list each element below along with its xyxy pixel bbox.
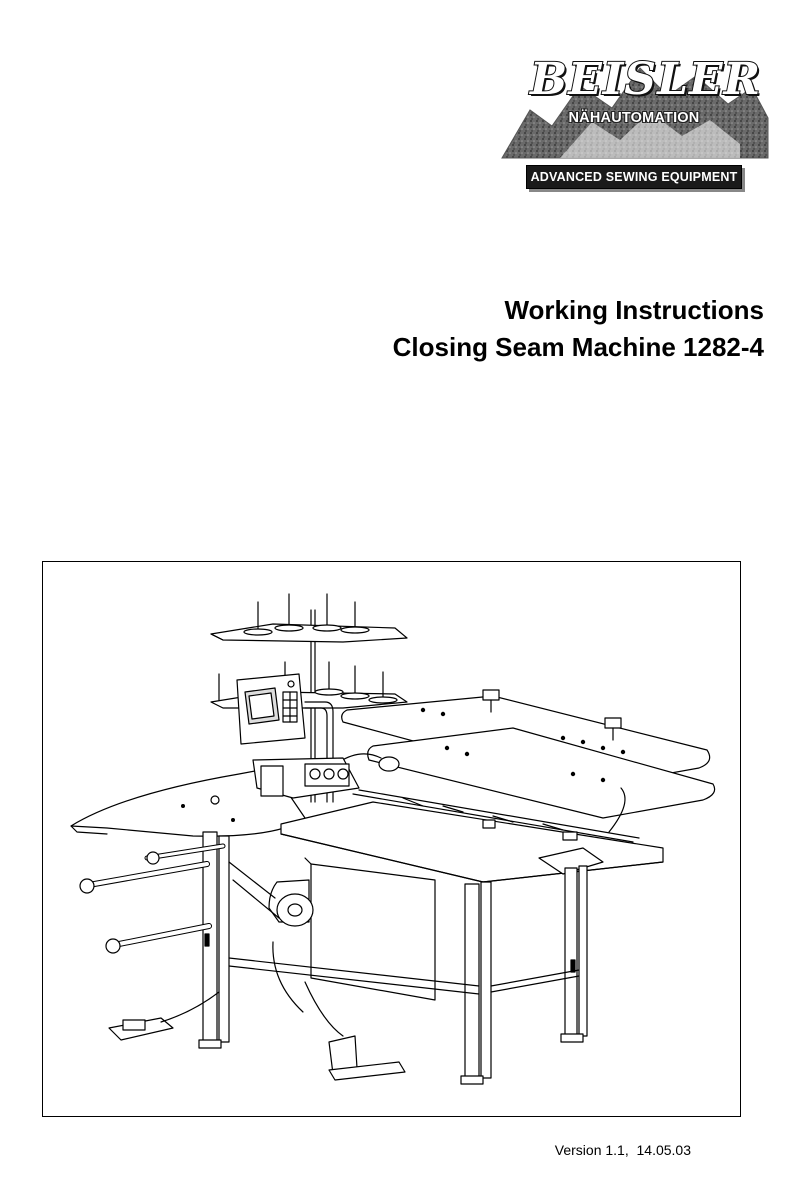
logo-brand: BEISLER [529,53,762,106]
mountain-graphic [501,67,769,159]
table-legs [199,832,587,1084]
control-box [269,858,435,1000]
version-date: 14.05.03 [636,1142,692,1158]
title-line-1: Working Instructions [504,295,764,325]
logo-subtitle: NÄHAUTOMATION [568,110,700,126]
document-title: Working Instructions Closing Seam Machin… [393,292,764,366]
company-logo: BEISLER NÄHAUTOMATION ADVANCED SEWING EQ… [500,48,770,193]
roll-holders [80,846,279,953]
sewing-head [253,758,359,798]
foot-pedals [109,942,405,1080]
version-label: Version 1.1, [554,1142,629,1158]
work-table [281,790,663,882]
title-line-2: Closing Seam Machine 1282-4 [392,332,764,362]
control-panel [237,674,305,744]
machine-illustration [42,561,741,1117]
version-info: Version 1.1, 14.05.03 [555,1142,691,1158]
stacker-plates [342,690,715,832]
sewing-lamp [339,754,399,771]
logo-tagline: ADVANCED SEWING EQUIPMENT [526,165,742,189]
